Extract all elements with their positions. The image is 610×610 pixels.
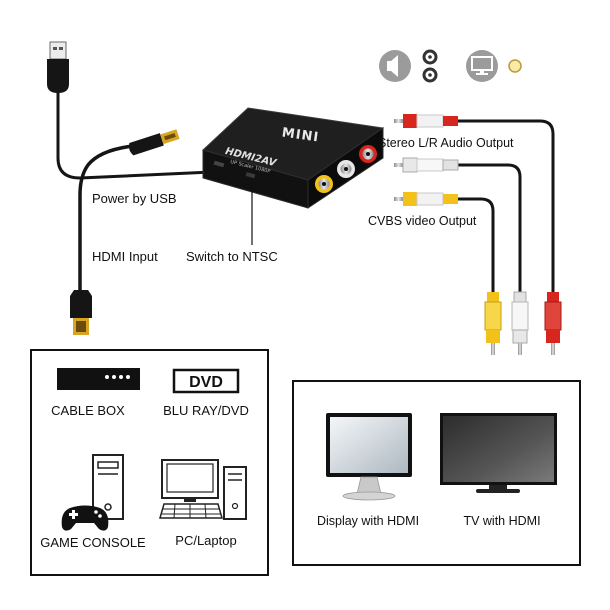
micro-usb-port <box>213 160 225 168</box>
rca-jack-white <box>337 160 355 178</box>
rca-jack-red <box>359 145 377 163</box>
pc-icon <box>159 459 247 520</box>
video-jack-icon <box>508 59 522 73</box>
device-brand-label: MINI <box>281 125 320 145</box>
cable-box-icon <box>57 368 140 390</box>
game-console-icon <box>61 454 124 531</box>
source-label-game-console: GAME CONSOLE <box>40 535 146 550</box>
hdmi-input-label: HDMI Input <box>92 249 158 264</box>
audio-jack-icon <box>422 49 438 83</box>
hdmi-sources-panel: CABLE BOX DVD BLU RAY/DVD GAME CONSOLE <box>30 349 269 576</box>
av-displays-panel: Display with HDMI TV with HDMI <box>292 380 581 566</box>
rca-plug-white-vertical <box>511 291 529 355</box>
rca-plug-red-horizontal <box>394 114 458 128</box>
display-label-tv: TV with HDMI <box>463 514 540 528</box>
source-label-pc: PC/Laptop <box>175 533 236 548</box>
rca-plug-yellow-horizontal <box>394 192 458 206</box>
monitor-icon <box>466 50 498 82</box>
rca-cable-yellow <box>458 197 495 292</box>
monitor-display-icon <box>326 413 412 501</box>
rca-plug-white-horizontal <box>394 157 459 173</box>
speaker-icon <box>379 50 411 82</box>
rca-cable-white <box>458 163 522 292</box>
switch-label: Switch to NTSC <box>186 249 278 264</box>
video-output-label: CVBS video Output <box>368 214 477 228</box>
source-label-cable-box: CABLE BOX <box>51 403 125 418</box>
tv-icon <box>440 413 557 493</box>
hdmi2av-converter: MINI HDMI2AV UP Scaler 1080P <box>202 107 385 209</box>
hdmi-cable <box>78 144 134 292</box>
power-label: Power by USB <box>92 191 177 206</box>
source-label-bluray: BLU RAY/DVD <box>163 403 249 418</box>
rca-jack-yellow <box>315 175 333 193</box>
dvd-badge: DVD <box>189 374 223 391</box>
rca-plug-yellow-vertical <box>484 292 502 355</box>
rca-plug-red-vertical <box>544 292 562 355</box>
dvd-player-icon: DVD <box>172 368 240 394</box>
hdmi-plug-bottom <box>70 290 92 335</box>
rca-cable-red <box>458 119 555 292</box>
usb-cable <box>56 92 213 180</box>
ntsc-pal-switch <box>245 171 256 179</box>
audio-output-label: Stereo L/R Audio Output <box>378 136 514 150</box>
hdmi-plug-top <box>128 129 180 156</box>
usb-plug <box>47 41 69 93</box>
display-label-monitor: Display with HDMI <box>317 514 419 528</box>
